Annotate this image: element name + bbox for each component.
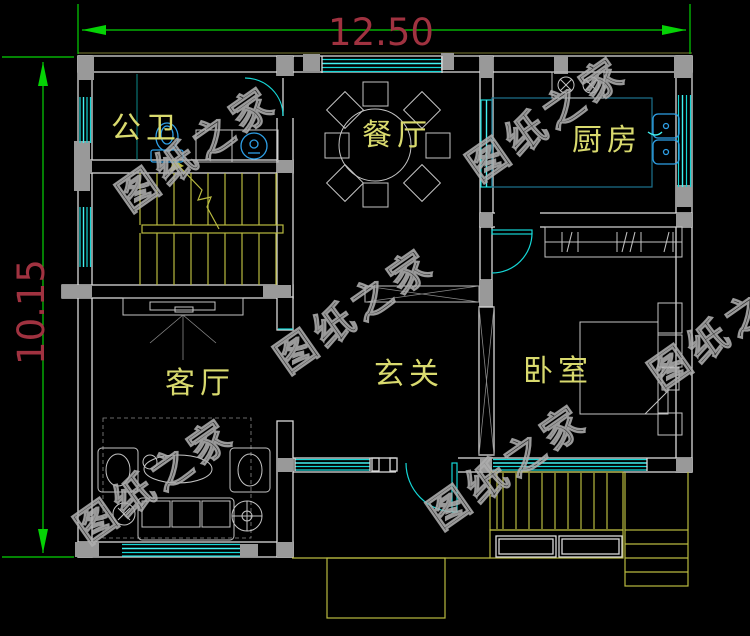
tv-cabinet-icon xyxy=(122,297,244,360)
dining-table-icon xyxy=(324,81,451,208)
sofa-set-icon xyxy=(97,417,271,541)
kitchen: 厨房 xyxy=(491,71,680,188)
window-dining-top xyxy=(321,56,443,73)
stair-lower-flight xyxy=(139,233,277,285)
window-bathroom-left xyxy=(79,97,92,143)
hall-partition-icon xyxy=(478,306,495,456)
bedroom-door xyxy=(491,211,540,274)
side-steps xyxy=(624,472,689,587)
stair-handrail xyxy=(141,224,284,234)
stair-upper-flight xyxy=(139,173,277,225)
windows xyxy=(79,56,692,557)
watermark: 图纸之家 xyxy=(641,256,750,399)
living-label: 客厅 xyxy=(165,366,235,401)
width-dimension-text: 12.50 xyxy=(328,11,434,54)
living-room: 客厅 xyxy=(97,297,271,541)
bathroom-label: 公卫 xyxy=(111,111,181,146)
entrance-door xyxy=(371,456,458,513)
bathroom-door xyxy=(244,76,294,118)
terrace-steps xyxy=(489,471,624,531)
dimension-top: 12.50 xyxy=(77,4,691,54)
toilet-icon xyxy=(150,122,184,163)
stove-icon xyxy=(551,71,605,99)
wardrobe-icon xyxy=(544,226,683,258)
window-living-bottom xyxy=(122,543,240,557)
entrance-porch xyxy=(292,471,689,619)
vanity-sink-icon xyxy=(195,129,279,163)
entry-hall: 玄关 xyxy=(364,285,495,456)
staircase xyxy=(139,159,284,285)
doors xyxy=(244,76,540,513)
front-step xyxy=(326,557,446,619)
dining-room: 餐厅 xyxy=(324,81,451,208)
window-bedroom-bottom xyxy=(493,458,648,471)
window-hall-bottom xyxy=(294,458,371,471)
wall-piers xyxy=(62,53,692,557)
window-kitchen-right xyxy=(677,95,692,187)
height-dimension-text: 10.15 xyxy=(10,259,53,365)
kitchen-sink-icon xyxy=(647,113,680,165)
bathroom: 公卫 xyxy=(111,74,279,163)
hall-label: 玄关 xyxy=(374,357,444,392)
bedroom: 卧室 xyxy=(523,226,683,436)
mat-frame xyxy=(489,529,624,559)
dimension-left: 10.15 xyxy=(2,56,74,558)
dining-label: 餐厅 xyxy=(362,118,432,153)
door-mats xyxy=(495,535,623,558)
bedroom-label: 卧室 xyxy=(523,354,593,389)
window-stair-left xyxy=(79,207,92,267)
watermark: 图纸之家 xyxy=(67,410,244,553)
bed-icon xyxy=(579,302,683,436)
kitchen-label: 厨房 xyxy=(572,123,642,158)
hall-cabinet-icon xyxy=(364,285,480,303)
